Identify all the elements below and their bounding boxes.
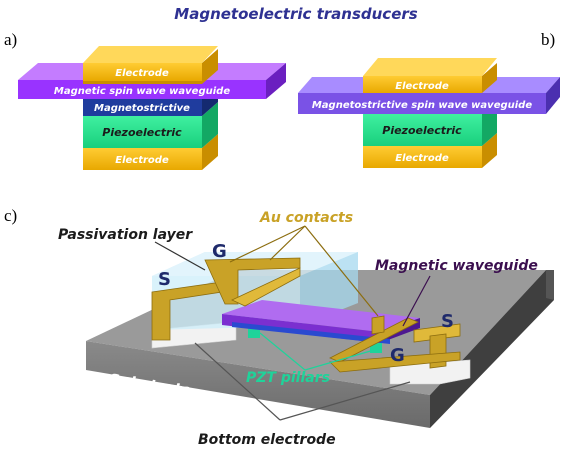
svg-text:Piezoelectric: Piezoelectric xyxy=(102,126,182,139)
au-contacts-label: Au contacts xyxy=(259,210,353,226)
panel-a-bottom-electrode: Electrode xyxy=(83,134,218,170)
svg-text:Magnetostrictive: Magnetostrictive xyxy=(94,103,190,114)
svg-text:Magnetic spin wave waveguide: Magnetic spin wave waveguide xyxy=(54,86,230,97)
panel-b-top-electrode: Electrode xyxy=(363,58,497,93)
panel-b-bottom-electrode: Electrode xyxy=(363,133,497,168)
figure-title: Magnetoelectric transducers xyxy=(174,5,417,23)
svg-text:Electrode: Electrode xyxy=(115,155,169,166)
panel-b-stack: Electrode Piezoelectric Magnetostrictive… xyxy=(298,58,560,168)
bottom-electrode-label: Bottom electrode xyxy=(198,432,336,448)
panel-a-top-electrode: Electrode xyxy=(83,46,218,84)
panel-c-device: Substrate xyxy=(58,210,554,448)
panel-a-stack: Electrode Piezoelectric Magnetostrictive… xyxy=(18,46,286,170)
passivation-layer-label: Passivation layer xyxy=(58,227,193,243)
label-s-right: S xyxy=(441,311,454,332)
au-contact-left xyxy=(151,257,301,341)
svg-text:Electrode: Electrode xyxy=(115,68,169,79)
panel-label-a: a) xyxy=(4,30,17,49)
au-contact-right xyxy=(329,315,461,373)
panel-a-piezoelectric: Piezoelectric xyxy=(83,102,218,148)
pzt-pillars-label: PZT pillars xyxy=(246,370,330,386)
callout-lines xyxy=(154,225,431,421)
label-s-left: S xyxy=(158,269,171,290)
label-g-right: G xyxy=(390,345,405,366)
svg-text:Electrode: Electrode xyxy=(395,153,449,164)
svg-text:Magnetostrictive spin wave wav: Magnetostrictive spin wave waveguide xyxy=(312,100,532,111)
panel-label-b: b) xyxy=(541,30,555,49)
bottom-electrode-strip-right xyxy=(389,359,471,385)
label-g-left: G xyxy=(212,241,227,262)
svg-text:Piezoelectric: Piezoelectric xyxy=(382,124,462,137)
panel-label-c: c) xyxy=(4,206,17,225)
svg-text:Electrode: Electrode xyxy=(395,81,449,92)
magnetic-waveguide-label: Magnetic waveguide xyxy=(375,258,538,274)
